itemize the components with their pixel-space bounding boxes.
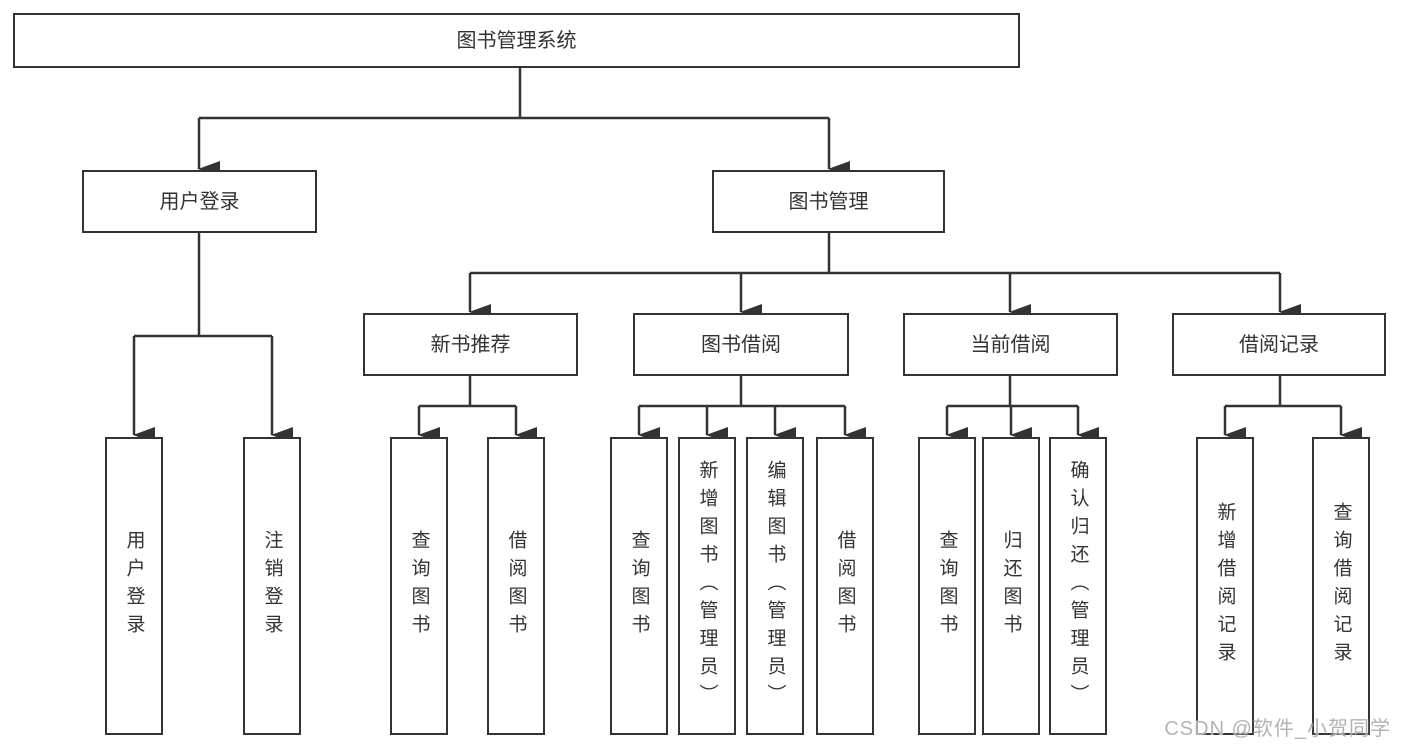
connector-root-to-level2 xyxy=(197,68,850,177)
leaf-query-borrow-record: 查询借阅记录 xyxy=(1312,437,1370,735)
connector-user-login-to-leaves xyxy=(132,233,293,443)
leaf-borrow-books-recommend: 借阅图书 xyxy=(487,437,545,735)
leaf-query-books-borrow: 查询图书 xyxy=(610,437,668,735)
node-library-system: 图书管理系统 xyxy=(13,13,1020,68)
connector-new-book-to-leaves xyxy=(417,376,537,443)
node-user-login: 用户登录 xyxy=(82,170,317,233)
node-current-borrow: 当前借阅 xyxy=(903,313,1118,376)
connector-current-borrow-to-leaves xyxy=(945,376,1099,443)
connector-book-mgmt-to-level3 xyxy=(468,233,1301,320)
csdn-watermark: CSDN @软件_小贺同学 xyxy=(1164,718,1391,740)
connector-borrow-records-to-leaves xyxy=(1223,376,1362,443)
leaf-edit-book-admin: 编辑图书（管理员） xyxy=(746,437,804,735)
leaf-confirm-return-admin: 确认归还（管理员） xyxy=(1049,437,1107,735)
leaf-query-books-recommend: 查询图书 xyxy=(390,437,448,735)
leaf-query-books-current: 查询图书 xyxy=(918,437,976,735)
leaf-logout: 注销登录 xyxy=(243,437,301,735)
leaf-add-borrow-record: 新增借阅记录 xyxy=(1196,437,1254,735)
leaf-return-books: 归还图书 xyxy=(982,437,1040,735)
leaf-add-book-admin: 新增图书（管理员） xyxy=(678,437,736,735)
node-book-borrow: 图书借阅 xyxy=(633,313,849,376)
leaf-borrow-books-borrow: 借阅图书 xyxy=(816,437,874,735)
node-book-management: 图书管理 xyxy=(712,170,945,233)
connector-book-borrow-to-leaves xyxy=(637,376,866,443)
node-borrow-records: 借阅记录 xyxy=(1172,313,1386,376)
node-new-book-recommend: 新书推荐 xyxy=(363,313,578,376)
leaf-user-login: 用户登录 xyxy=(105,437,163,735)
